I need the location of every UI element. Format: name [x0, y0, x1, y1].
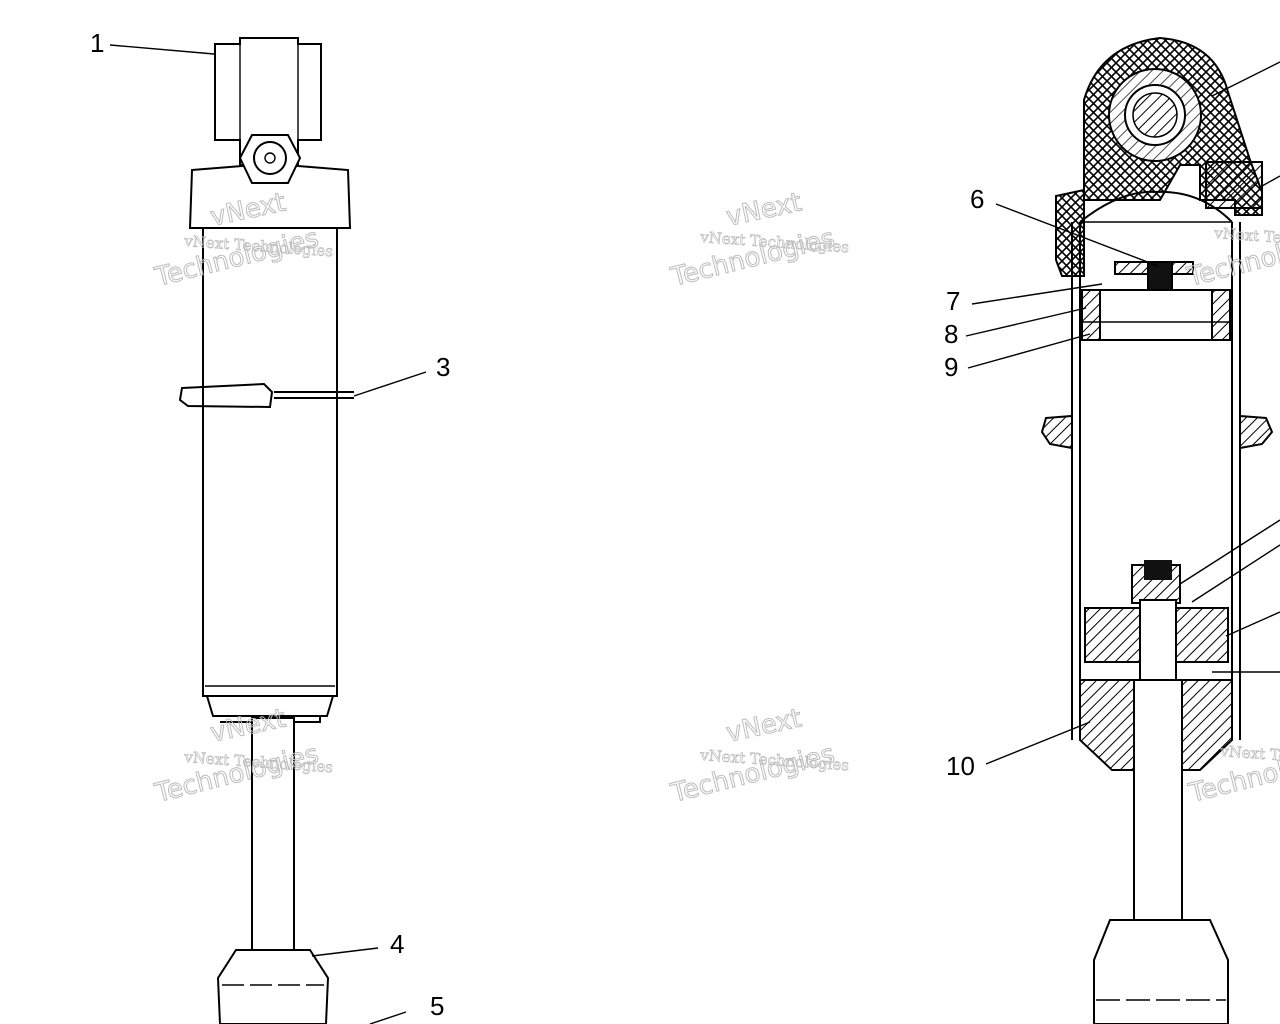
- label-5: 5: [430, 991, 444, 1021]
- label-9: 9: [944, 352, 958, 382]
- label-8: 8: [944, 319, 958, 349]
- cutaway-bumper: [1093, 919, 1229, 1024]
- label-6: 6: [970, 184, 984, 214]
- leader-lines: [109, 44, 1159, 1024]
- left-shock-exterior: [178, 37, 354, 1024]
- shaft: [251, 717, 295, 951]
- watermark-5: vNext Technologies Technologies: [1183, 223, 1280, 294]
- hex-fitting: [238, 134, 302, 184]
- top-cap: [188, 165, 352, 229]
- svg-text:vNext: vNext: [724, 704, 805, 749]
- label-7: 7: [946, 286, 960, 316]
- shock-body: [202, 227, 338, 697]
- seal-cap: [205, 695, 335, 717]
- watermark-4b: vNext Technologies Technologies: [667, 739, 850, 810]
- watermark-2b: vNext Technologies Technologies: [667, 223, 850, 294]
- label-1: 1: [90, 28, 104, 58]
- right-shock-cutaway: [1040, 36, 1280, 1024]
- watermark-3b: vNext Technologies Technologies: [151, 739, 334, 810]
- bumper: [216, 949, 330, 1024]
- label-3: 3: [436, 352, 450, 382]
- watermark-4: vNext: [723, 703, 805, 749]
- part-labels: 1 3 4 5 6 7 8 9 10: [90, 28, 984, 1021]
- cutaway-shaft: [1133, 679, 1183, 921]
- retaining-ring: [178, 382, 274, 409]
- label-4: 4: [390, 929, 404, 959]
- svg-text:Technologies: Technologies: [151, 739, 321, 809]
- floating-piston: [1081, 289, 1231, 341]
- watermark-2: vNext: [723, 187, 805, 233]
- svg-text:vNext: vNext: [724, 188, 805, 233]
- label-10: 10: [946, 751, 975, 781]
